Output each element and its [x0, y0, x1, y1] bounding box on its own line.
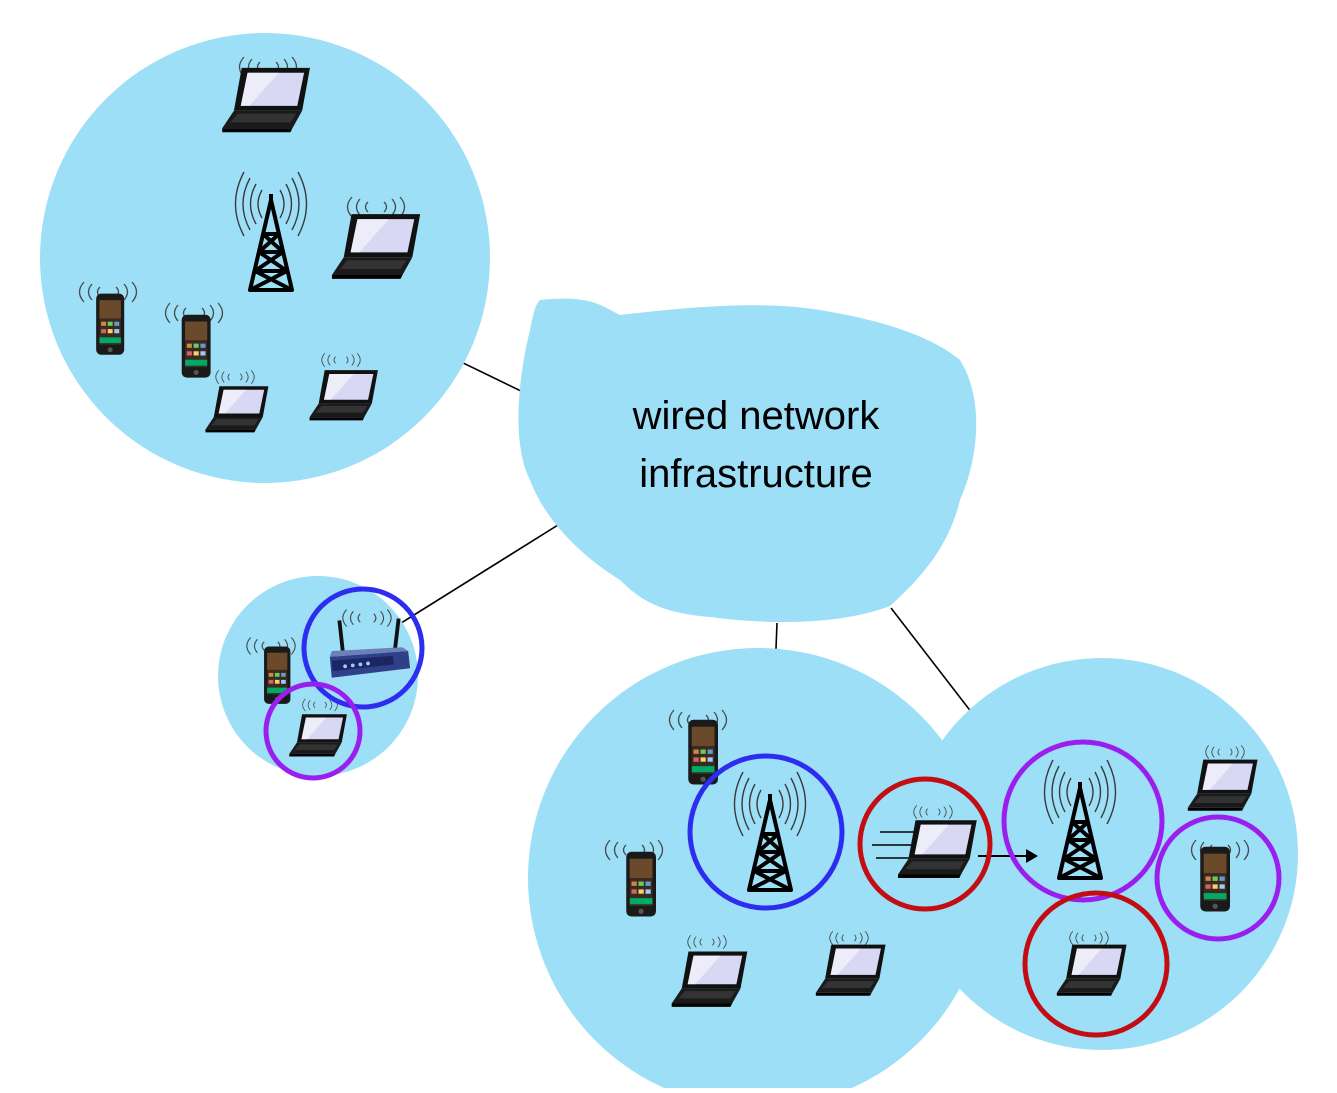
- smartphone-icon: [181, 314, 211, 378]
- smartphone-icon: [626, 851, 656, 917]
- highlight-right-phone: [1154, 814, 1282, 942]
- wired-network-cloud: [518, 298, 977, 623]
- highlight-bottom-left-tower: [687, 753, 845, 911]
- smartphone-icon: [96, 293, 125, 355]
- smartphone-icon: [264, 646, 291, 704]
- cloud-label-line1: wired network: [632, 394, 880, 438]
- highlight-circles: [263, 586, 1282, 1038]
- cloud-label-line2: infrastructure: [639, 452, 873, 496]
- moving-laptop: [872, 804, 1038, 878]
- highlight-router: [301, 586, 425, 710]
- cell-bottom-right: [906, 658, 1298, 1050]
- highlight-bottom-laptop: [1022, 890, 1170, 1038]
- highlight-moving-laptop: [857, 776, 993, 912]
- highlight-router-laptop: [263, 681, 363, 781]
- cloud-label: wired network infrastructure: [566, 387, 946, 503]
- handoff-arrowhead: [1026, 849, 1038, 863]
- smartphone-icon: [1200, 846, 1230, 912]
- highlight-bottom-right-tower: [1001, 739, 1165, 903]
